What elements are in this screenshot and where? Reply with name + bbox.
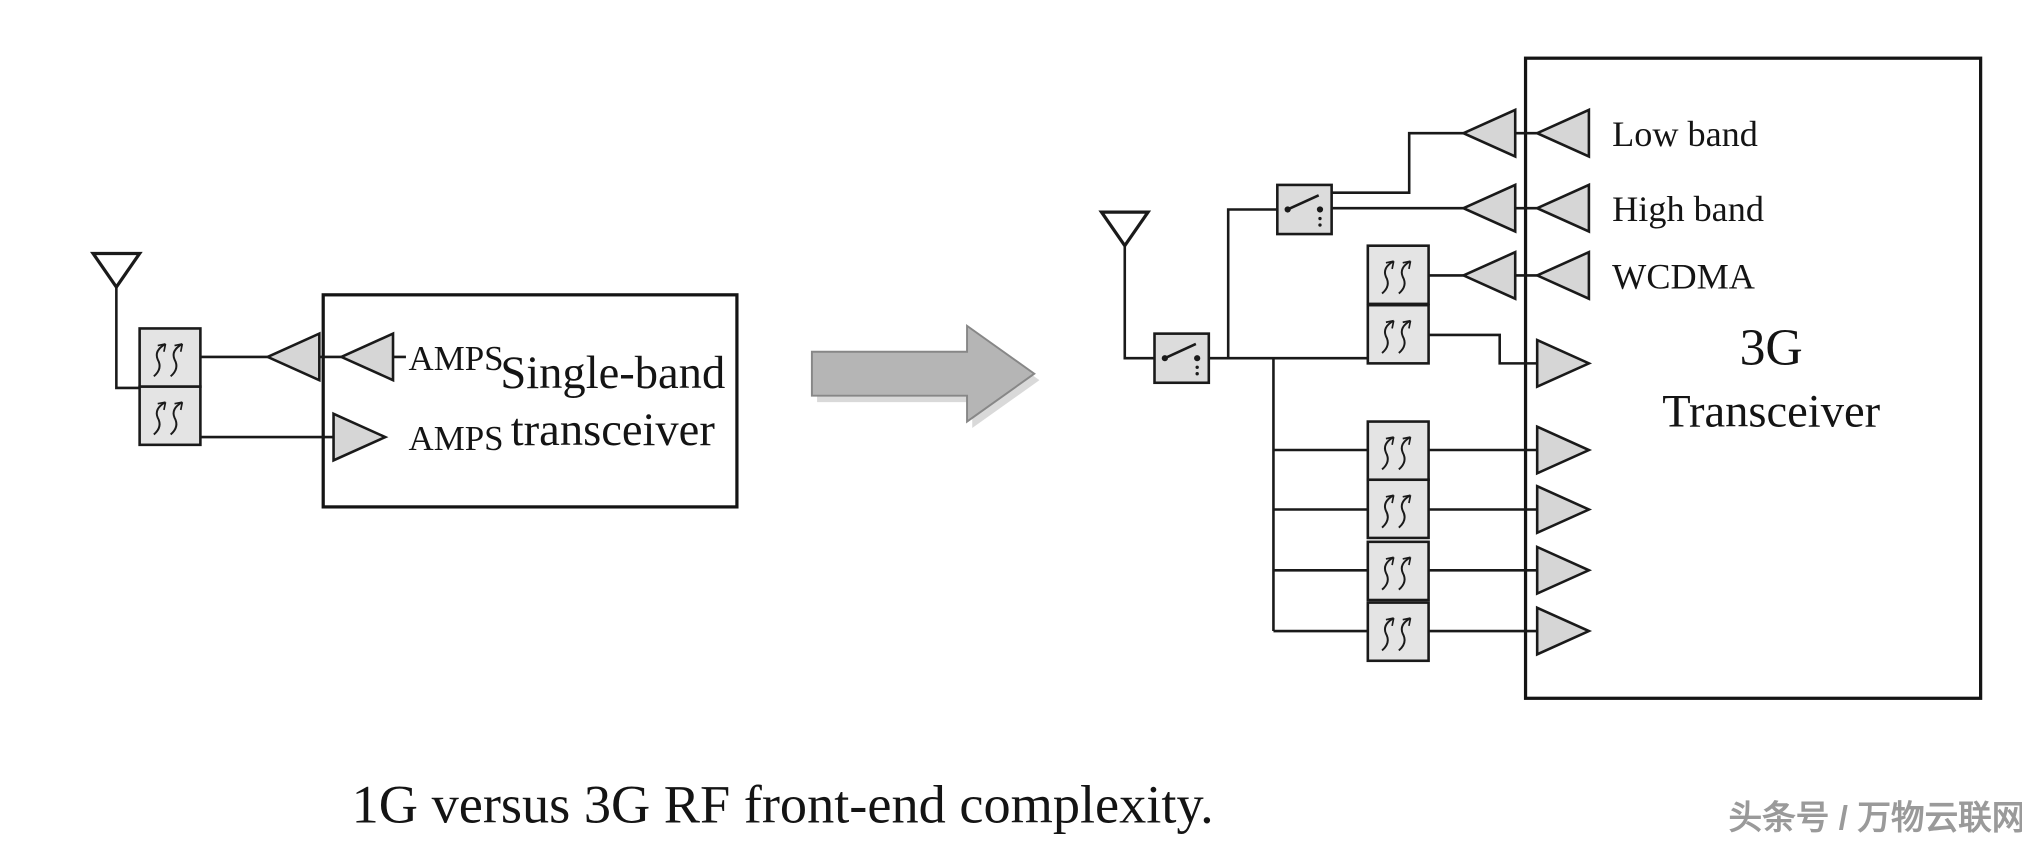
- figure-caption: 1G versus 3G RF front-end complexity.: [352, 774, 1214, 834]
- amplifier-icon: [1535, 338, 1591, 388]
- amplifier-icon: [1535, 606, 1591, 656]
- high-band-label: High band: [1612, 189, 1764, 229]
- 3g-transceiver-box: [1523, 56, 1983, 700]
- antenna-icon: [91, 251, 142, 289]
- amplifier-icon: [1462, 108, 1517, 158]
- filter-icon: [1366, 601, 1430, 663]
- amplifier-icon: [1535, 183, 1591, 233]
- wire: [115, 287, 406, 439]
- filter-icon: [1366, 420, 1430, 482]
- amplifier-icon: [1462, 183, 1517, 233]
- amplifier-icon: [332, 412, 387, 462]
- 3g-box-title-line2: Transceiver: [1662, 387, 1880, 438]
- amplifier-icon: [1462, 250, 1517, 301]
- tx-band-label: AMPS: [409, 419, 504, 458]
- filter-icon: [1366, 244, 1430, 306]
- wcdma-duplexer-filter: [1366, 244, 1430, 365]
- 1g-diagram: AMPS AMPS Single-band transceiver: [91, 251, 739, 509]
- wire: [1123, 131, 1538, 633]
- filter-icon: [1366, 478, 1430, 540]
- filter-icon: [138, 385, 202, 447]
- amplifier-icon: [1535, 545, 1591, 595]
- amplifier-icon: [266, 332, 321, 382]
- watermark: 头条号 / 万物云联网: [1729, 799, 2022, 837]
- transition-arrow-icon: [810, 323, 1040, 429]
- antenna-icon: [1099, 210, 1150, 248]
- 3g-box-title-line1: 3G: [1740, 320, 1803, 377]
- arrow-body: [810, 323, 1036, 424]
- 3g-diagram: Low band High band WCDMA 3G Transceiver: [1099, 56, 1983, 700]
- filter-icon: [138, 327, 202, 388]
- amplifier-icon: [1535, 425, 1591, 475]
- single-band-box-title-line2: transceiver: [511, 405, 716, 456]
- low-band-label: Low band: [1612, 114, 1758, 154]
- filter-icon: [1366, 303, 1430, 365]
- wcdma-label: WCDMA: [1612, 256, 1755, 296]
- amplifier-icon: [340, 332, 395, 382]
- tx-filter-bank: [1366, 420, 1430, 663]
- single-band-box-title-line1: Single-band: [500, 348, 725, 399]
- rx-band-label: AMPS: [409, 339, 504, 378]
- amplifier-icon: [1535, 250, 1591, 301]
- amplifier-icon: [1535, 484, 1591, 535]
- antenna-switch-icon: [1153, 332, 1211, 385]
- duplexer-filter: [138, 327, 202, 447]
- amplifier-icon: [1535, 108, 1591, 158]
- single-band-transceiver-box: [321, 293, 739, 509]
- filter-icon: [1366, 540, 1430, 602]
- band-switch-icon: [1276, 183, 1333, 236]
